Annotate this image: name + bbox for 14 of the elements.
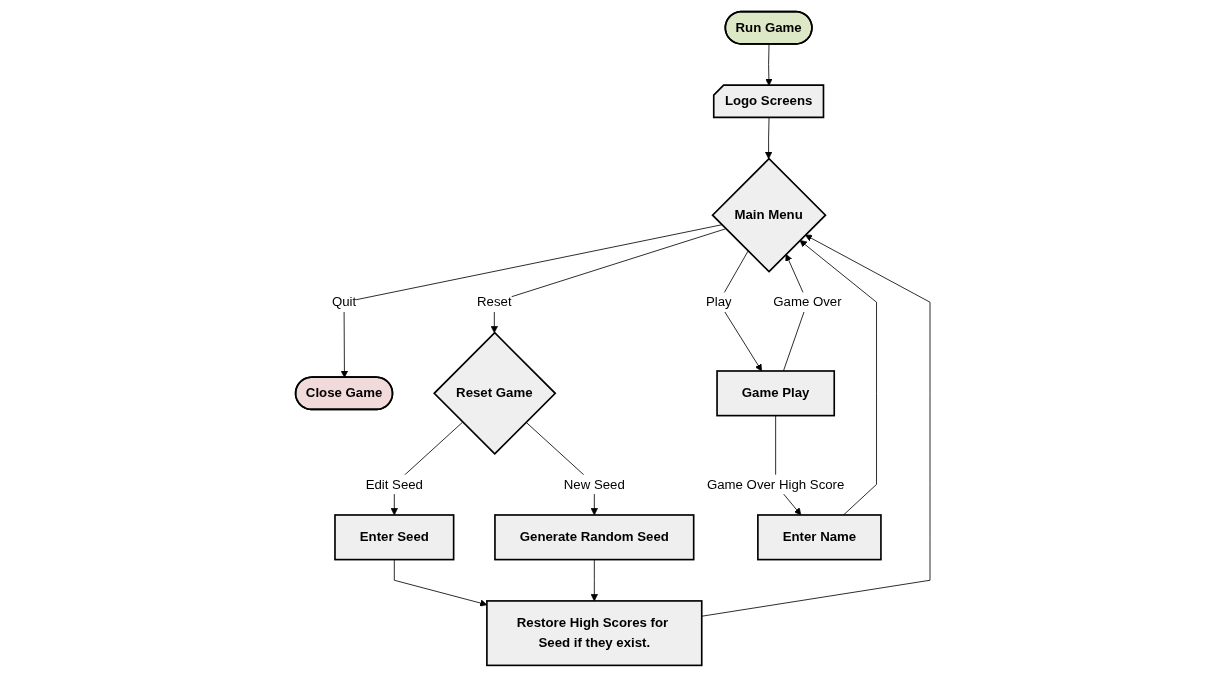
node-box: Generate Random Seed <box>493 514 695 561</box>
node-box: Enter Name <box>756 514 882 561</box>
node-diamond: Main Menu <box>711 157 827 273</box>
edge-label: Play <box>705 294 732 309</box>
edge-label: Game Over High Score <box>706 476 845 492</box>
node-box: Enter Seed <box>333 514 455 561</box>
edge-label: Reset <box>476 294 512 309</box>
node-box: Restore High Scores for Seed if they exist. <box>485 600 703 667</box>
node-diamond: Reset Game <box>432 331 557 455</box>
edge-label: Game Over <box>772 294 842 309</box>
node-box: Game Play <box>715 370 835 417</box>
edge-label: Quit <box>331 294 356 309</box>
edge-label: Edit Seed <box>365 476 423 492</box>
edge-label: New Seed <box>563 476 625 492</box>
